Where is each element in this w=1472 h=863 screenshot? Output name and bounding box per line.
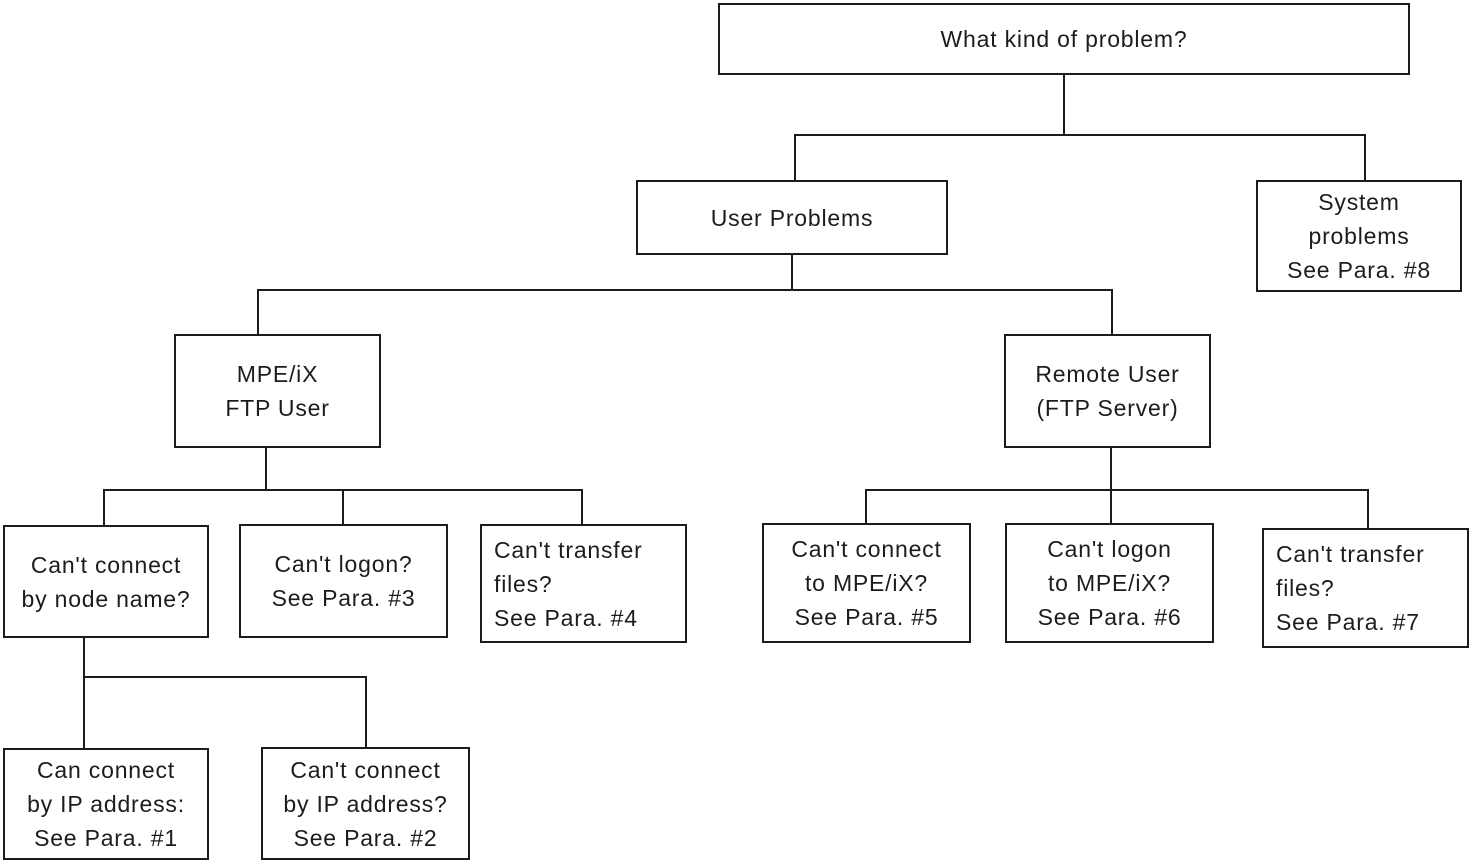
connector-line: [257, 289, 259, 336]
connector-line: [581, 489, 583, 526]
node-label: Can't connect: [290, 756, 441, 783]
node-label: See Para. #3: [271, 585, 416, 611]
node-label: Can't logon: [1047, 536, 1172, 562]
node-label: System: [1318, 189, 1400, 215]
connector-line: [365, 676, 367, 749]
node-label: MPE/iX: [236, 361, 319, 387]
node-label: Can connect: [37, 757, 175, 783]
node-label: problems: [1308, 223, 1410, 249]
node-label: User Problems: [710, 204, 874, 231]
node-label: files?: [494, 570, 553, 597]
node-label: See Para. #7: [1276, 609, 1420, 635]
node-label: Can't logon?: [274, 551, 413, 577]
node-label: to MPE/iX?: [804, 570, 929, 596]
node-what-kind-of-problem: What kind of problem?: [718, 3, 1410, 75]
connector-line: [791, 255, 793, 291]
node-cant-transfer-files-para7: Can't transfer files? See Para. #7: [1262, 528, 1469, 648]
connector-line: [794, 134, 1366, 136]
connector-line: [265, 448, 267, 491]
node-label: See Para. #8: [1287, 257, 1431, 283]
node-label: See Para. #4: [494, 604, 638, 631]
connector-line: [1063, 75, 1065, 136]
connector-line: [1110, 489, 1112, 525]
connector-line: [1110, 448, 1112, 491]
connector-line: [83, 676, 367, 678]
node-label: Can't connect: [30, 551, 182, 578]
node-cant-logon-para3: Can't logon? See Para. #3: [239, 524, 448, 638]
node-label: to MPE/iX?: [1047, 570, 1172, 596]
node-label: Can't transfer: [1276, 541, 1425, 567]
node-label: Remote User: [1035, 361, 1180, 387]
node-label: FTP User: [225, 395, 330, 421]
node-label: Can't connect: [791, 536, 942, 562]
node-label: files?: [1276, 575, 1335, 601]
node-label: Can't transfer: [494, 536, 643, 563]
node-mpe-ix-ftp-user: MPE/iX FTP User: [174, 334, 381, 448]
connector-line: [103, 489, 105, 527]
node-cant-connect-by-node-name: Can't connect by node name?: [3, 525, 209, 638]
node-label: by node name?: [21, 585, 191, 612]
node-cant-logon-to-mpe-para6: Can't logon to MPE/iX? See Para. #6: [1005, 523, 1214, 643]
node-label: See Para. #1: [34, 825, 178, 851]
node-label: by IP address?: [283, 790, 448, 817]
node-label: See Para. #6: [1037, 604, 1182, 630]
node-remote-user-ftp-server: Remote User (FTP Server): [1004, 334, 1211, 448]
connector-line: [794, 134, 796, 182]
node-label: (FTP Server): [1036, 395, 1179, 421]
connector-line: [257, 289, 1113, 291]
node-label: See Para. #2: [293, 824, 438, 851]
node-user-problems: User Problems: [636, 180, 948, 255]
connector-line: [1111, 289, 1113, 336]
node-label: by IP address:: [27, 791, 185, 817]
node-label: What kind of problem?: [940, 26, 1188, 52]
connector-line: [342, 489, 344, 526]
connector-line: [865, 489, 867, 525]
node-cant-transfer-files-para4: Can't transfer files? See Para. #4: [480, 524, 687, 643]
connector-line: [865, 489, 1369, 491]
node-can-connect-by-ip-para1: Can connect by IP address: See Para. #1: [3, 748, 209, 860]
node-cant-connect-to-mpe-para5: Can't connect to MPE/iX? See Para. #5: [762, 523, 971, 643]
node-cant-connect-by-ip-para2: Can't connect by IP address? See Para. #…: [261, 747, 470, 860]
connector-line: [83, 638, 85, 750]
connector-line: [1364, 134, 1366, 182]
node-system-problems-para8: System problems See Para. #8: [1256, 180, 1462, 292]
node-label: See Para. #5: [794, 604, 939, 630]
connector-line: [1367, 489, 1369, 530]
